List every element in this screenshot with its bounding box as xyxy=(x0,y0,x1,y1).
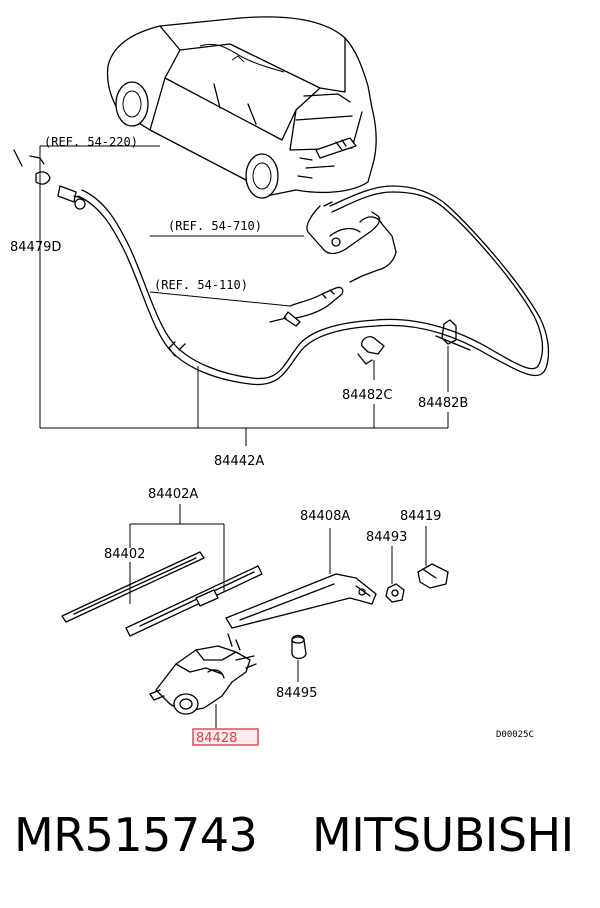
part-label-84482b: 84482B xyxy=(418,396,468,411)
nut-84493 xyxy=(385,583,405,603)
part-label-84495: 84495 xyxy=(276,686,317,701)
leader-lines-top xyxy=(39,145,449,446)
part-label-84442a: 84442A xyxy=(214,454,264,469)
footer: MR515743 MITSUBISHI xyxy=(0,800,600,880)
part-label-84482c: 84482C xyxy=(342,388,392,403)
wiper-blade-84402a xyxy=(125,565,263,637)
diagram-code: D00025C xyxy=(496,730,534,740)
leader-lines-bottom xyxy=(129,504,427,728)
car-illustration xyxy=(106,16,377,199)
clip-84482b xyxy=(435,319,471,351)
wiper-arm-84408a xyxy=(225,573,377,629)
part-label-84479d: 84479D xyxy=(10,240,61,255)
part-number: MR515743 xyxy=(14,808,258,862)
wiper-motor-84428 xyxy=(149,633,257,715)
clip-84482c xyxy=(357,336,385,365)
part-label-84493: 84493 xyxy=(366,530,407,545)
part-label-84402a: 84402A xyxy=(148,487,198,502)
ref-54-220-label: (REF. 54-220) xyxy=(44,135,138,149)
part-label-84419: 84419 xyxy=(400,509,441,524)
ref-54-110-label: (REF. 54-110) xyxy=(154,278,248,292)
highlight-box xyxy=(192,728,259,746)
hose-joint xyxy=(269,286,344,327)
wiper-blade-84402 xyxy=(61,551,205,623)
grommet-84495 xyxy=(291,634,307,660)
washer-nozzle-assembly xyxy=(306,201,397,283)
brand-name: MITSUBISHI xyxy=(312,808,574,862)
cap-84419 xyxy=(417,563,449,589)
washer-hose xyxy=(13,149,550,386)
ref-54-710-label: (REF. 54-710) xyxy=(168,219,262,233)
part-label-84402: 84402 xyxy=(104,547,145,562)
part-label-84408a: 84408A xyxy=(300,509,350,524)
part-label-84428[interactable]: 84428 xyxy=(196,731,237,746)
